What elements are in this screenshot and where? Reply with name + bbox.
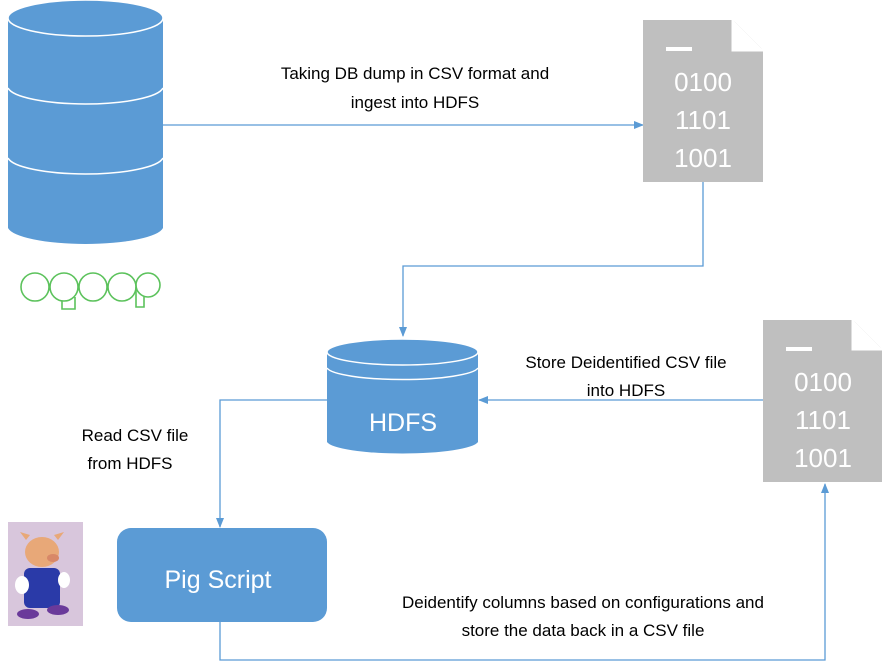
deidentified-csv-file-icon: 0100 1101 1001 <box>763 320 882 482</box>
csv-file-icon: 0100 1101 1001 <box>643 20 763 182</box>
deidentify-label-line1: Deidentify columns based on configuratio… <box>402 593 764 612</box>
read-arrow <box>216 399 327 528</box>
read-label-line1: Read CSV file <box>82 426 189 445</box>
read-label-line2: from HDFS <box>88 454 173 473</box>
sqoop-logo <box>20 272 161 310</box>
source-database <box>7 0 164 244</box>
store-label-line1: Store Deidentified CSV file <box>525 353 726 372</box>
pig-script-label: Pig Script <box>165 566 272 594</box>
deidentify-arrow <box>219 483 829 661</box>
pig-mascot-image <box>8 522 83 626</box>
ingest-label-line1: Taking DB dump in CSV format and <box>281 64 549 83</box>
pig-script-box: Pig Script <box>117 528 327 622</box>
store-label-line2: into HDFS <box>587 381 665 400</box>
hdfs-label: HDFS <box>369 409 437 437</box>
file2-line: 1101 <box>795 405 851 435</box>
file2-line: 1001 <box>794 443 852 473</box>
hdfs-cylinder: HDFS <box>326 338 479 454</box>
file1-line: 1101 <box>675 105 731 135</box>
ingest-label-line2: ingest into HDFS <box>351 93 480 112</box>
file-to-hdfs-arrow <box>399 182 704 337</box>
file1-line: 1001 <box>674 143 732 173</box>
deidentify-label-line2: store the data back in a CSV file <box>462 621 705 640</box>
file1-line: 0100 <box>674 67 732 97</box>
file2-line: 0100 <box>794 367 852 397</box>
